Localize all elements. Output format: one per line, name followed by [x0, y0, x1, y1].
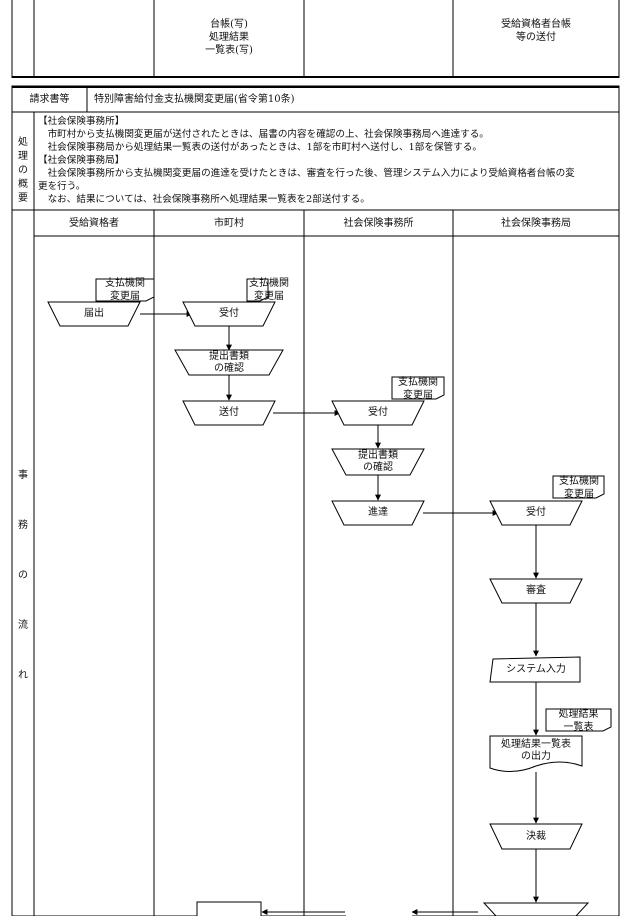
request-label: 請求書等	[29, 94, 70, 105]
top-col4-text: 受給資格者台帳 等の送付	[501, 19, 571, 43]
bureau-input-shape	[489, 656, 581, 683]
flow-shapes	[47, 301, 590, 916]
city-send-shape	[182, 400, 276, 426]
bureau-final-shape	[482, 902, 590, 916]
main-table-lines	[11, 85, 620, 916]
doc-caption-city: 支払機関 変更届	[249, 278, 289, 302]
column-header-city: 市町村	[214, 218, 244, 229]
column-header-office: 社会保険事務所	[343, 218, 414, 229]
submit-shape	[47, 301, 141, 327]
city-final-shape	[196, 901, 262, 916]
bureau-approve-shape	[489, 823, 583, 850]
request-value: 特別障害給付金支払機関変更届(省令第10条)	[94, 94, 295, 105]
node-office-forward: 進達	[368, 507, 388, 518]
node-office-receive: 受付	[368, 407, 388, 418]
node-city-receive: 受付	[219, 308, 239, 319]
doc-caption-office: 支払機関 変更届	[398, 377, 438, 401]
flow-label: 事 務 の 流 れ	[18, 470, 28, 681]
node-city-check: 提出書類 の確認	[209, 351, 249, 374]
top-col2-text: 台帳(写) 処理結果 一覧表(写)	[205, 19, 253, 56]
node-city-send: 送付	[219, 407, 239, 418]
office-check-shape	[331, 448, 425, 476]
overview-text: 【社会保険事務所】 市町村から支払機関変更届が送付されたときは、届書の内容を確認…	[38, 116, 575, 205]
column-header-recipient: 受給資格者	[69, 218, 119, 229]
doc-caption-bureau: 支払機関 変更届	[559, 476, 599, 500]
office-forward-shape	[331, 500, 425, 526]
node-office-check: 提出書類 の確認	[358, 450, 398, 473]
bureau-receive-shape	[489, 500, 583, 526]
bureau-output-shape	[489, 735, 583, 772]
node-bureau-review: 審査	[526, 585, 546, 596]
node-bureau-receive: 受付	[526, 507, 546, 518]
node-bureau-output: 処理結果一覧表 の出力	[501, 739, 571, 762]
node-submit: 届出	[84, 308, 104, 319]
city-receive-shape	[182, 301, 276, 327]
flow-connectors	[140, 311, 539, 915]
node-bureau-approve: 決裁	[526, 831, 546, 842]
doc-caption-recipient: 支払機関 変更届	[105, 278, 145, 302]
top-table-lines	[11, 0, 620, 78]
bureau-review-shape	[489, 578, 583, 604]
overview-label: 処 理 の 概 要	[18, 137, 28, 204]
doc-icons	[95, 278, 612, 732]
result-doc-caption: 処理結果 一覧表	[558, 709, 599, 733]
office-final-shape	[346, 906, 412, 916]
city-check-shape	[174, 349, 284, 376]
node-bureau-input: システム入力	[506, 664, 566, 675]
office-receive-shape	[331, 400, 425, 426]
column-header-bureau: 社会保険事務局	[501, 218, 571, 229]
